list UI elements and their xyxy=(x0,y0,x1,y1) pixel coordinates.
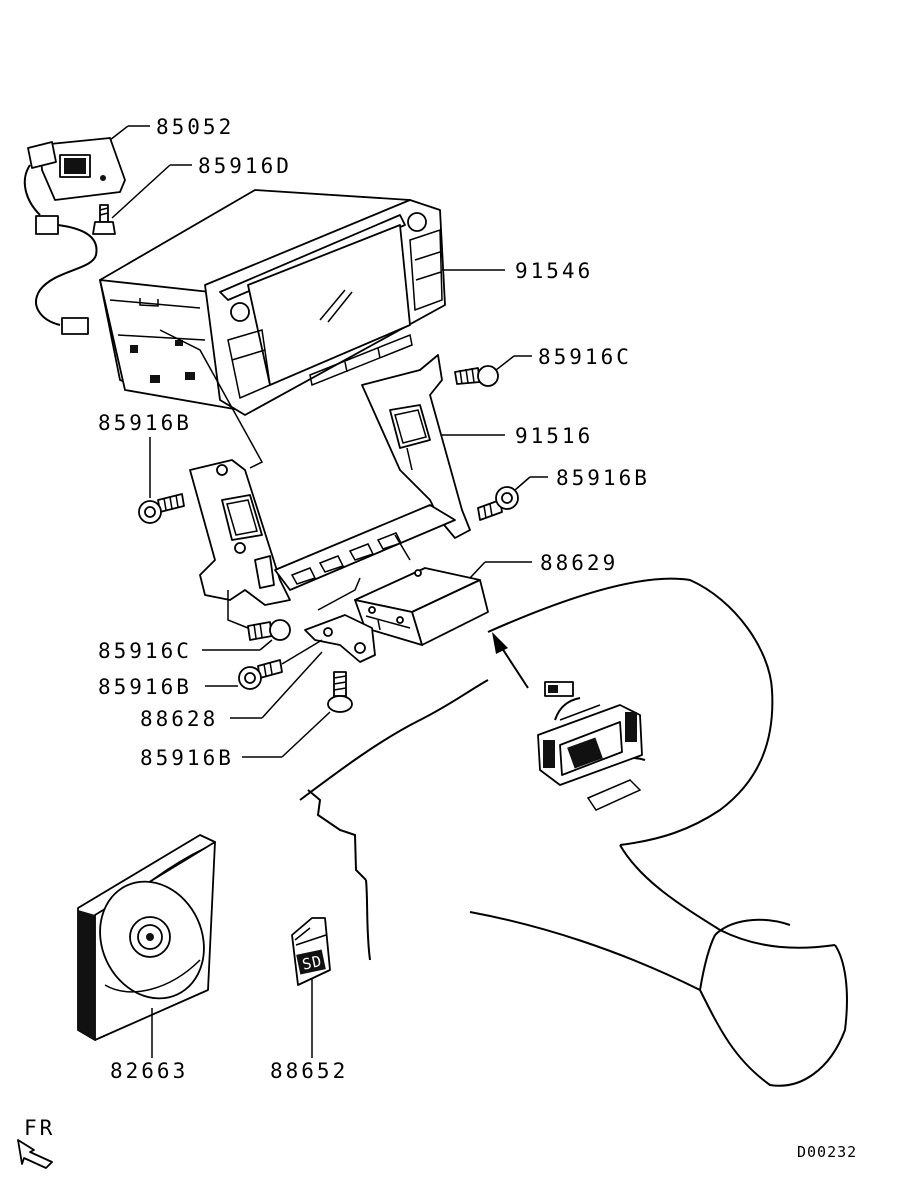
head-unit-91546 xyxy=(99,189,446,416)
sd-card-text: SD xyxy=(301,952,324,974)
guide-line-88628 xyxy=(317,577,361,611)
label-85052: 85052 xyxy=(156,115,234,139)
label-88652: 88652 xyxy=(270,1059,348,1083)
leader-85916B-low xyxy=(281,711,331,758)
screw-85916B-low xyxy=(327,671,353,713)
leader-85916C-top xyxy=(495,355,515,371)
label-85916B-mid: 85916B xyxy=(98,675,192,699)
label-85916C-top: 85916C xyxy=(538,345,632,369)
label-91546: 91546 xyxy=(515,259,593,283)
screw-85916C-mid xyxy=(247,619,291,641)
guide-line-85916B-mid xyxy=(281,639,323,665)
module-88629 xyxy=(354,567,489,646)
gps-antenna-85052 xyxy=(23,137,126,335)
screw-85916B-left xyxy=(138,493,185,524)
guide-line-left xyxy=(159,329,264,469)
screw-85916B-right xyxy=(477,486,519,521)
label-88629: 88629 xyxy=(540,551,618,575)
front-direction-arrow-icon xyxy=(17,1139,53,1169)
screw-85916D xyxy=(92,204,116,235)
leader-88628 xyxy=(261,651,323,719)
label-85916B-right: 85916B xyxy=(556,466,650,490)
guide-line-85916C-mid xyxy=(227,590,249,629)
sd-card-88652: SD xyxy=(291,917,331,986)
direction-label: FR xyxy=(24,1116,55,1140)
label-85916B-low: 85916B xyxy=(140,746,234,770)
label-88628: 88628 xyxy=(140,707,218,731)
leader-88629 xyxy=(469,561,486,579)
screw-85916B-mid xyxy=(238,659,283,690)
installed-unit xyxy=(537,681,643,786)
label-91516: 91516 xyxy=(515,424,593,448)
label-85916B-left: 85916B xyxy=(98,411,192,435)
leader-85052 xyxy=(109,125,129,141)
dashboard-outline xyxy=(299,577,848,1087)
leader-85916B-right xyxy=(514,476,531,491)
screw-85916C-top xyxy=(454,365,499,387)
diagram-code: D00232 xyxy=(797,1143,857,1161)
label-85916C-mid: 85916C xyxy=(98,639,192,663)
bracket-91516 xyxy=(189,354,471,606)
label-82663: 82663 xyxy=(110,1059,188,1083)
leader-85916D xyxy=(111,164,171,219)
leader-85916C-mid xyxy=(259,639,273,651)
disc-case-82663 xyxy=(77,834,216,1041)
label-85916D: 85916D xyxy=(198,154,292,178)
install-arrow xyxy=(492,632,529,689)
guide-line-mid xyxy=(394,534,411,561)
